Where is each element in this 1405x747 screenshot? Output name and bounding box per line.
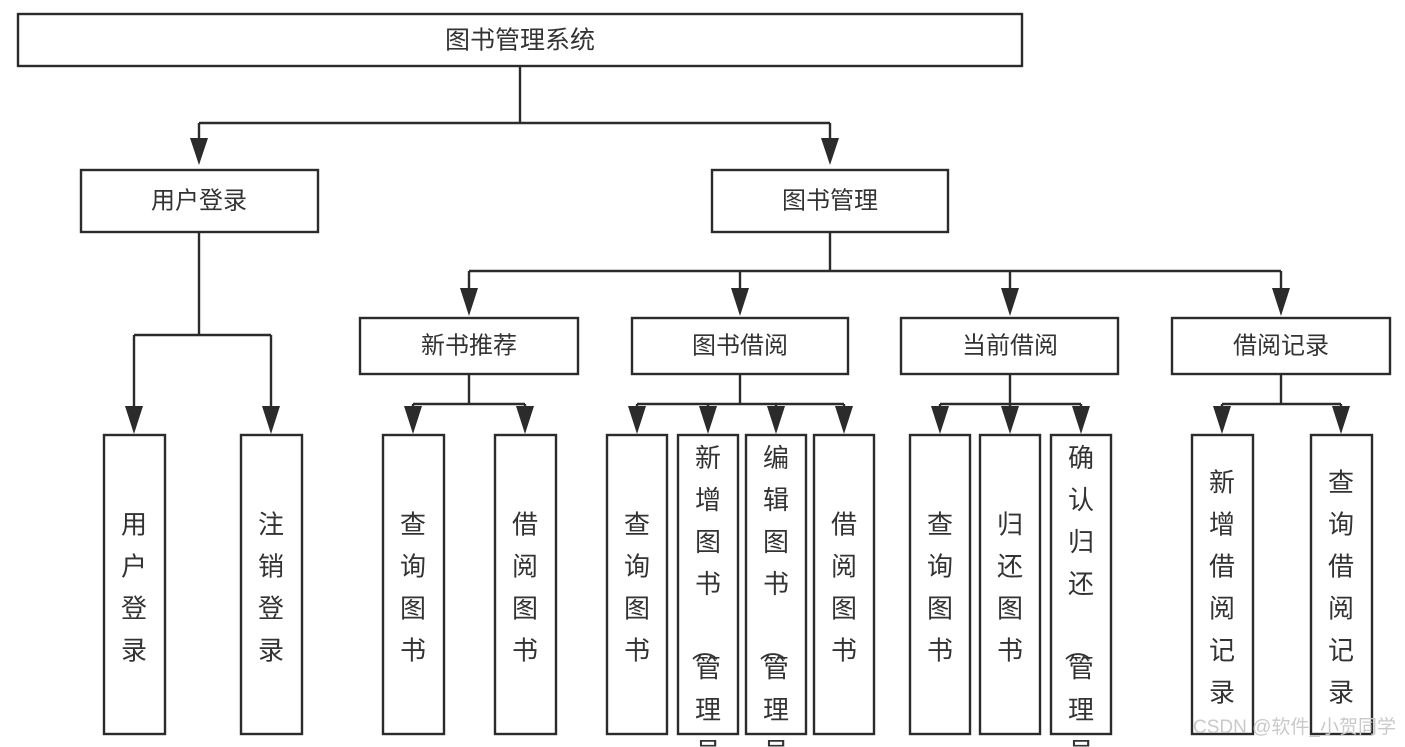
- arrow-bookborrow-to-leaf1: [628, 406, 646, 434]
- arrow-bm-to-current-borrow: [1001, 288, 1019, 316]
- leaf-return-book-label: 归还图书: [997, 509, 1023, 665]
- leaf-logout-box[interactable]: [239, 433, 304, 736]
- leaf-add-record-label: 新增借阅记录: [1209, 467, 1235, 707]
- node-borrow-record-label: 借阅记录: [1233, 332, 1329, 359]
- node-current-borrow-label: 当前借阅: [962, 332, 1058, 359]
- leaf-borrow-book-1-label: 借阅图书: [512, 509, 538, 665]
- node-user-login[interactable]: 用户登录: [79, 168, 320, 234]
- leaf-query-book-2-label: 查询图书: [624, 509, 650, 665]
- node-book-manage[interactable]: 图书管理: [710, 168, 950, 234]
- arrow-currentborrow-to-leaf3: [1072, 406, 1090, 434]
- leaf-user-login-label: 用户登录: [121, 509, 147, 665]
- arrow-bookborrow-to-leaf2: [699, 406, 717, 434]
- leaf-borrow-book-2-label: 借阅图书: [831, 509, 857, 665]
- leaf-query-record-label: 查询借阅记录: [1328, 467, 1354, 707]
- arrow-borrowrecord-to-leaf1: [1213, 406, 1231, 434]
- node-borrow-record[interactable]: 借阅记录: [1170, 316, 1392, 376]
- node-new-book-recommend[interactable]: 新书推荐: [358, 316, 580, 376]
- leaf-add-record[interactable]: 新增借阅记录: [1190, 433, 1255, 736]
- arrow-user-login-to-leaf2: [262, 406, 280, 434]
- leaf-borrow-book-2[interactable]: 借阅图书: [812, 433, 876, 736]
- arrow-bookborrow-to-leaf3: [767, 406, 785, 434]
- leaf-user-login-box[interactable]: [102, 433, 167, 736]
- leaf-query-record-box[interactable]: [1309, 433, 1374, 736]
- leaf-confirm-return-label: 确认归还（管理员）: [1062, 443, 1094, 747]
- leaf-query-book-1-box[interactable]: [381, 433, 446, 736]
- node-root-box[interactable]: [16, 12, 1024, 68]
- arrow-bm-to-new-book: [460, 288, 478, 316]
- leaf-query-book-1[interactable]: 查询图书: [381, 433, 446, 736]
- csdn-watermark: CSDN @软件_小贺同学: [1193, 716, 1396, 738]
- node-root-label: 图书管理系统: [445, 27, 595, 55]
- leaf-borrow-book-1-box[interactable]: [493, 433, 558, 736]
- leaf-query-book-3[interactable]: 查询图书: [908, 433, 972, 736]
- node-book-borrow-label: 图书借阅: [692, 332, 788, 359]
- node-current-borrow-box[interactable]: [899, 316, 1120, 376]
- leaf-query-book-2-box[interactable]: [605, 433, 669, 736]
- leaf-query-book-2[interactable]: 查询图书: [605, 433, 669, 736]
- leaf-query-book-3-box[interactable]: [908, 433, 972, 736]
- arrow-user-login-to-leaf1: [125, 406, 143, 434]
- leaf-edit-book-label: 编辑图书（管理员）: [757, 443, 789, 747]
- leaf-edit-book-box[interactable]: [744, 433, 808, 736]
- leaf-borrow-book-1[interactable]: 借阅图书: [493, 433, 558, 736]
- node-user-login-box[interactable]: [79, 168, 320, 234]
- arrow-bookborrow-to-leaf4: [835, 406, 853, 434]
- leaf-logout-label: 注销登录: [258, 509, 284, 665]
- leaf-confirm-return[interactable]: 确认归还（管理员）: [1049, 433, 1113, 747]
- node-new-book-recommend-box[interactable]: [358, 316, 580, 376]
- leaf-borrow-book-2-box[interactable]: [812, 433, 876, 736]
- leaf-confirm-return-box[interactable]: [1049, 433, 1113, 736]
- node-new-book-recommend-label: 新书推荐: [421, 332, 517, 359]
- node-user-login-label: 用户登录: [151, 187, 247, 214]
- node-book-borrow[interactable]: 图书借阅: [630, 316, 850, 376]
- arrow-currentborrow-to-leaf1: [931, 406, 949, 434]
- leaf-add-record-box[interactable]: [1190, 433, 1255, 736]
- leaf-edit-book[interactable]: 编辑图书（管理员）: [744, 433, 808, 747]
- leaf-query-record[interactable]: 查询借阅记录: [1309, 433, 1374, 736]
- node-current-borrow[interactable]: 当前借阅: [899, 316, 1120, 376]
- arrow-newbook-to-leaf1: [404, 406, 422, 434]
- node-borrow-record-box[interactable]: [1170, 316, 1392, 376]
- leaf-add-book[interactable]: 新增图书（管理员）: [676, 433, 740, 747]
- leaf-return-book[interactable]: 归还图书: [978, 433, 1042, 736]
- node-root[interactable]: 图书管理系统: [16, 12, 1024, 68]
- leaf-add-book-label: 新增图书（管理员）: [689, 443, 721, 747]
- leaf-return-book-box[interactable]: [978, 433, 1042, 736]
- node-book-manage-label: 图书管理: [782, 187, 878, 214]
- arrow-newbook-to-leaf2: [516, 406, 534, 434]
- arrow-borrowrecord-to-leaf2: [1332, 406, 1350, 434]
- arrow-bm-to-borrow-record: [1272, 288, 1290, 316]
- leaf-query-book-1-label: 查询图书: [400, 509, 426, 665]
- connector-layer: [125, 66, 1350, 434]
- leaf-add-book-box[interactable]: [676, 433, 740, 736]
- node-book-manage-box[interactable]: [710, 168, 950, 234]
- arrow-root-to-user-login: [190, 138, 208, 165]
- leaf-user-login[interactable]: 用户登录: [102, 433, 167, 736]
- arrow-bm-to-book-borrow: [731, 288, 749, 316]
- leaf-logout[interactable]: 注销登录: [239, 433, 304, 736]
- node-book-borrow-box[interactable]: [630, 316, 850, 376]
- arrow-currentborrow-to-leaf2: [1001, 406, 1019, 434]
- arrow-root-to-book-manage: [821, 138, 839, 165]
- leaf-query-book-3-label: 查询图书: [927, 509, 953, 665]
